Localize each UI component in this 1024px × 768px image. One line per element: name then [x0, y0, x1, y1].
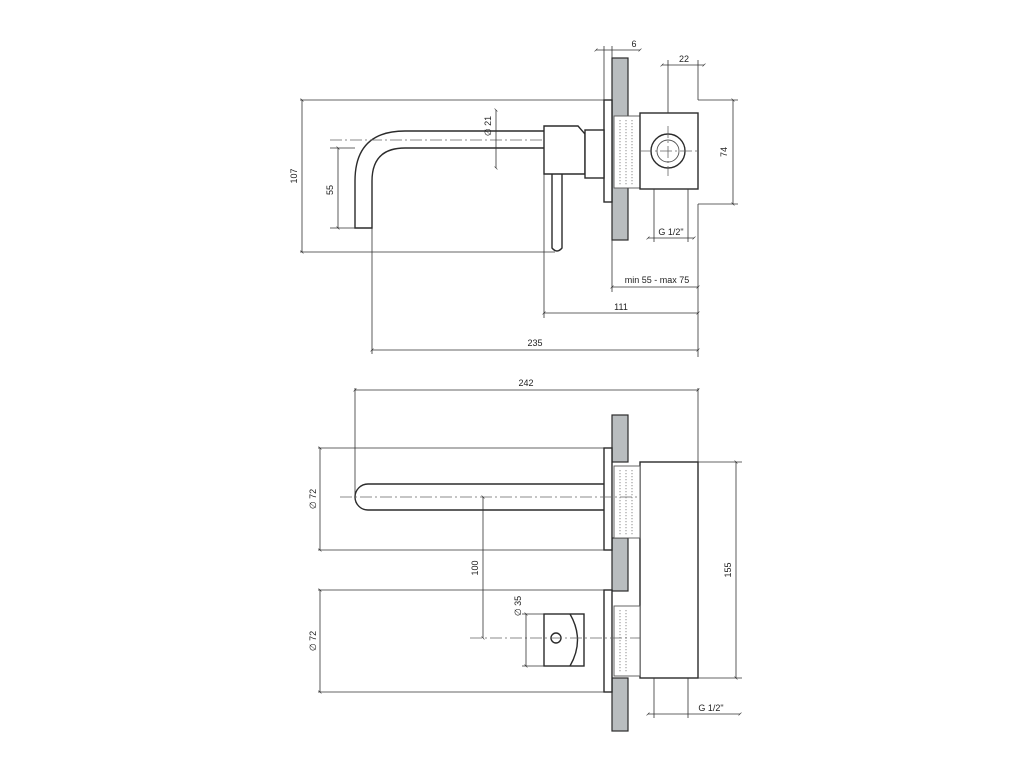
dim-rosette-upper: ∅ 72 — [308, 489, 318, 509]
dim-box-height: 74 — [719, 147, 729, 157]
dim-handle-projection: 111 — [614, 302, 628, 312]
rosette-upper — [603, 447, 613, 551]
dim-handle-diameter: ∅ 35 — [513, 596, 523, 616]
side-view: 107 55 ∅ 21 6 22 74 G 1/2" min 55 - — [289, 39, 738, 357]
concealed-box — [613, 112, 700, 190]
concealed-box-front — [613, 461, 699, 679]
dim-spout-projection: 235 — [527, 338, 542, 348]
wall-section-middle — [611, 537, 629, 592]
lever — [551, 174, 563, 252]
spout — [354, 130, 544, 229]
dim-rosette-lower: ∅ 72 — [308, 631, 318, 651]
cover-plate — [603, 99, 613, 203]
mixer-body — [543, 125, 586, 175]
front-view: 242 ∅ 72 100 ∅ 35 ∅ 72 155 G 1/2" — [308, 378, 742, 732]
dim-box-depth: 22 — [679, 54, 689, 64]
rosette-lower — [603, 589, 613, 693]
dim-side-thread: G 1/2" — [658, 227, 683, 237]
wall-section-bottom — [611, 677, 629, 732]
dim-box-height-front: 155 — [723, 562, 733, 577]
dim-plate-thickness: 6 — [631, 39, 636, 49]
dim-axis-spacing: 100 — [470, 560, 480, 575]
dim-pipe-diameter: ∅ 21 — [483, 116, 493, 136]
dim-overall-width: 242 — [518, 378, 533, 388]
dim-front-thread: G 1/2" — [698, 703, 723, 713]
dim-total-height: 107 — [289, 168, 299, 183]
wall-section-top — [611, 414, 629, 463]
dim-spout-drop: 55 — [325, 185, 335, 195]
handle-front — [470, 613, 640, 667]
dim-wall-range: min 55 - max 75 — [625, 275, 690, 285]
